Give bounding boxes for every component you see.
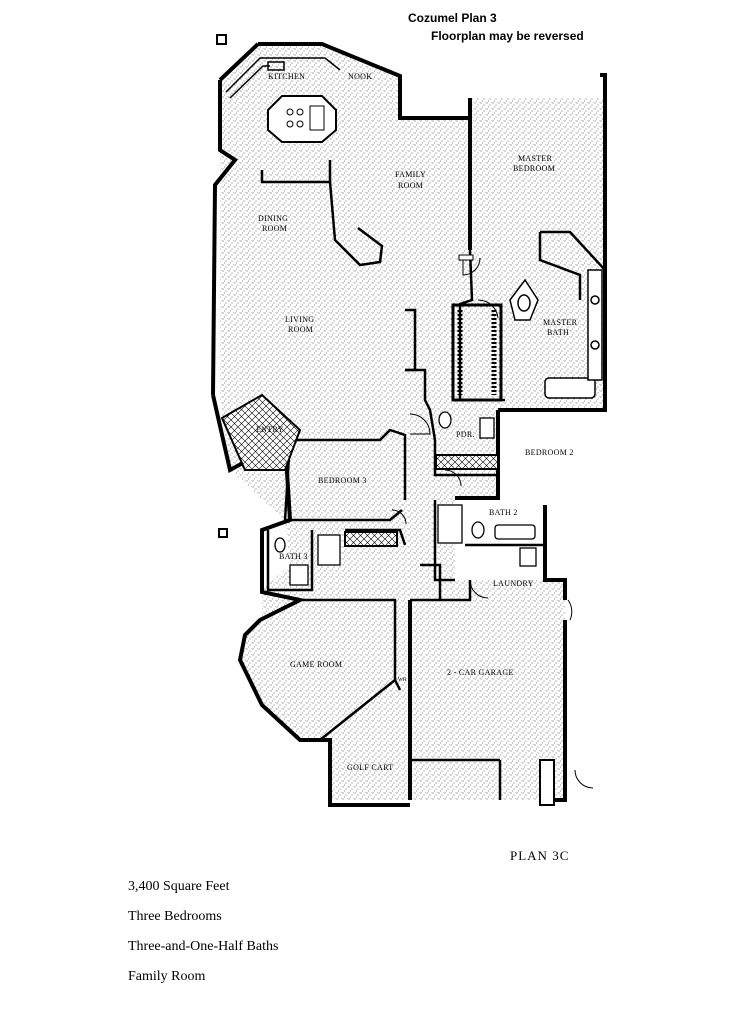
closet-bedroom-3: [344, 531, 398, 547]
label-bath-2: BATH 2: [489, 508, 518, 517]
label-living-room-2: ROOM: [288, 325, 313, 334]
plan-title: Cozumel Plan 3: [408, 11, 497, 25]
label-nook: NOOK: [348, 72, 372, 81]
floorplan-drawing: KITCHEN NOOK FAMILY ROOM MASTER BEDROOM …: [211, 34, 607, 807]
label-master-bedroom-2: BEDROOM: [513, 164, 555, 173]
plan-code: PLAN 3C: [510, 848, 570, 863]
floor-area: [220, 44, 604, 800]
label-living-room-1: LIVING: [285, 315, 314, 324]
label-pdr: PDR.: [456, 430, 475, 439]
label-family-room-2: ROOM: [398, 181, 423, 190]
plan-reversal-note: Floorplan may be reversed: [431, 29, 584, 43]
feature-baths: Three-and-One-Half Baths: [128, 939, 279, 954]
bath-2-fixtures: [437, 504, 537, 567]
feature-square-feet: 3,400 Square Feet: [128, 879, 230, 894]
feature-family-room: Family Room: [128, 969, 206, 984]
label-bedroom-2: BEDROOM 2: [525, 448, 574, 457]
entry-tile: [220, 393, 302, 471]
label-wh: WH: [398, 678, 407, 683]
label-master-bath-1: MASTER: [543, 318, 578, 327]
label-entry: ENTRY: [256, 425, 284, 434]
label-family-room-1: FAMILY: [395, 170, 426, 179]
label-dining-room-1: DINING: [258, 214, 288, 223]
closet-bedroom-2: [435, 454, 499, 470]
label-master-bedroom-1: MASTER: [518, 154, 553, 163]
kitchen-island: [267, 95, 337, 143]
kitchen-counters: [225, 57, 341, 99]
label-master-bath-2: BATH: [547, 328, 569, 337]
label-garage: 2 - CAR GARAGE: [447, 668, 514, 677]
label-laundry: LAUNDRY: [493, 579, 534, 588]
doors: [391, 254, 594, 806]
corner-markers: [216, 34, 228, 538]
powder-room-fixtures: [438, 411, 495, 439]
room-labels: KITCHEN NOOK FAMILY ROOM MASTER BEDROOM …: [256, 72, 578, 772]
label-game-room: GAME ROOM: [290, 660, 342, 669]
master-bath-fixtures: [509, 269, 603, 399]
bath-3-fixtures: [274, 534, 341, 586]
label-bath-3: BATH 3: [279, 552, 308, 561]
walk-in-closet: [451, 303, 503, 402]
label-dining-room-2: ROOM: [262, 224, 287, 233]
label-golf-cart: GOLF CART: [347, 763, 393, 772]
label-kitchen: KITCHEN: [268, 72, 305, 81]
label-bedroom-3: BEDROOM 3: [318, 476, 367, 485]
feature-bedrooms: Three Bedrooms: [128, 909, 222, 924]
